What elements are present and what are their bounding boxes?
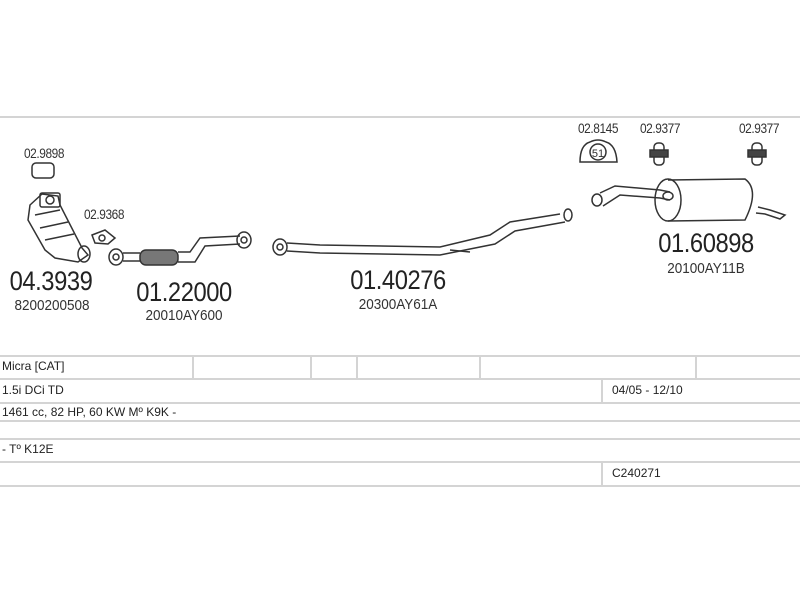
vehicle-engine: 1.5i DCi TD (2, 383, 64, 397)
vehicle-years: 04/05 - 12/10 (612, 383, 683, 397)
oem-number: 20300AY61A (358, 296, 438, 313)
table-divider (356, 356, 358, 378)
part-number[interactable]: 01.40276 (350, 265, 446, 295)
accessory-number[interactable]: 02.9377 (738, 120, 780, 136)
part-number[interactable]: 04.3939 (9, 266, 93, 296)
vehicle-model: Micra [CAT] (2, 359, 65, 373)
vehicle-code: C240271 (612, 466, 661, 480)
table-line (0, 402, 800, 404)
rear-silencer-icon (591, 178, 787, 222)
front-pipe-icon (108, 231, 252, 266)
part-number[interactable]: 01.60898 (658, 228, 754, 258)
gasket-02-9898-icon (31, 162, 55, 179)
table-line (0, 438, 800, 440)
accessory-number[interactable]: 02.8145 (577, 120, 619, 136)
gasket-02-9368-icon (91, 229, 117, 245)
oem-number: 20010AY600 (145, 307, 223, 324)
accessory-number[interactable]: 02.9898 (23, 145, 65, 161)
table-divider (310, 356, 312, 378)
part-number[interactable]: 01.22000 (136, 277, 232, 307)
table-line (0, 485, 800, 487)
table-divider (192, 356, 194, 378)
vehicle-specs: 1461 cc, 82 HP, 60 KW Mº K9K - (2, 405, 177, 419)
table-divider (479, 356, 481, 378)
accessory-number[interactable]: 02.9377 (639, 120, 681, 136)
oem-number: 20100AY11B (667, 260, 745, 277)
vehicle-type: - Tº K12E (2, 442, 54, 456)
hanger-02-9377-icon (649, 142, 669, 166)
exhaust-drawing: 51 (27, 139, 787, 266)
table-line (0, 420, 800, 422)
table-divider (601, 379, 603, 402)
mount-02-8145-icon: 51 (579, 139, 618, 163)
hanger-02-9377-icon (747, 142, 767, 166)
table-divider (601, 462, 603, 485)
table-divider (695, 356, 697, 378)
accessory-number[interactable]: 02.9368 (83, 206, 125, 222)
middle-pipe-icon (272, 208, 573, 256)
svg-text:51: 51 (592, 148, 604, 160)
table-line (0, 355, 800, 357)
table-line (0, 461, 800, 463)
catalytic-converter-icon (27, 192, 91, 263)
table-line (0, 378, 800, 380)
oem-number: 8200200508 (14, 297, 90, 314)
top-divider (0, 116, 800, 118)
